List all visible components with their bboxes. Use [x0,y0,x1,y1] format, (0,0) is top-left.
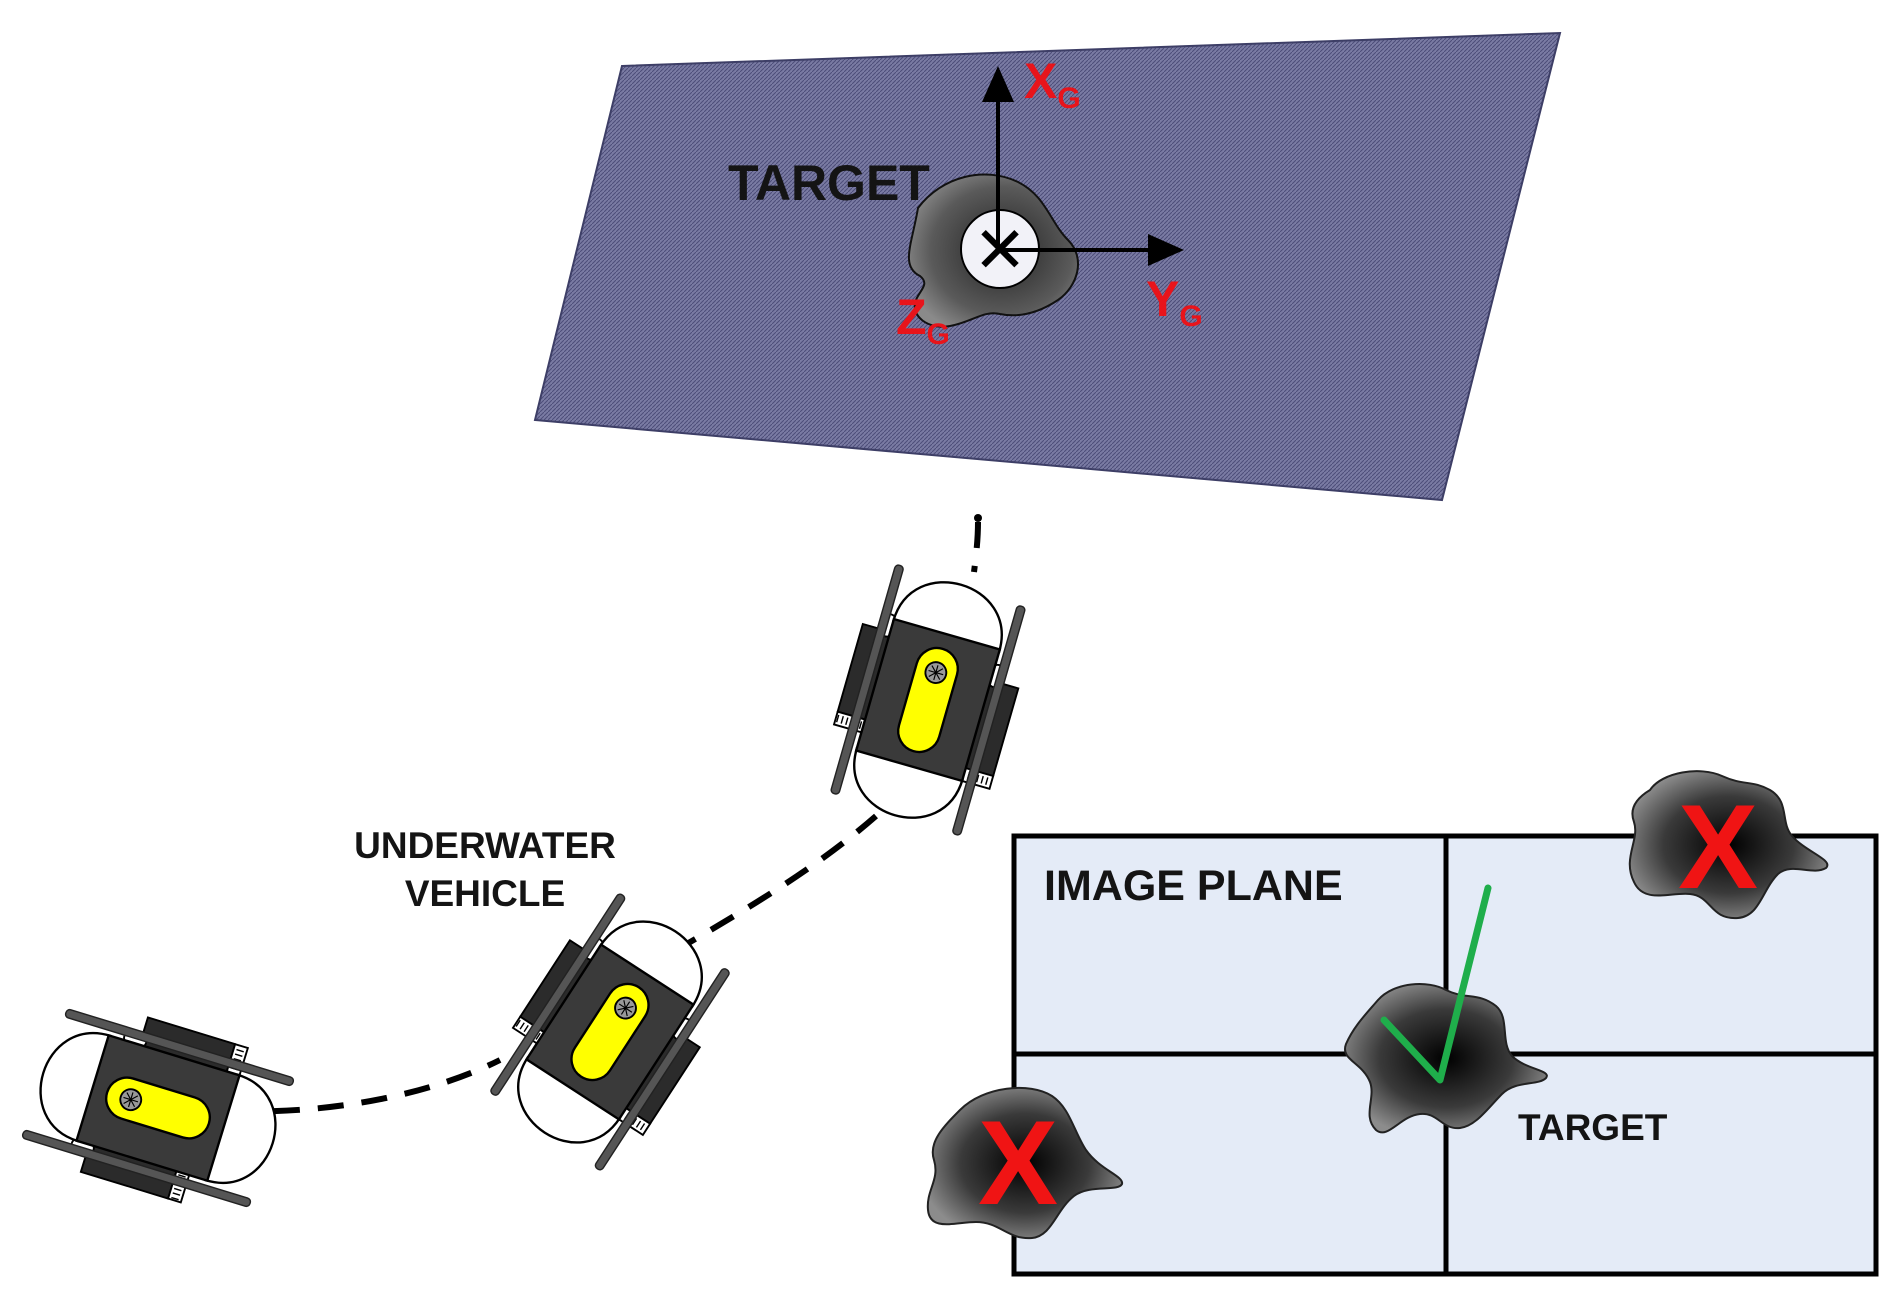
trajectory-end-dot [974,514,982,522]
target-plane-label: TARGET [728,155,930,211]
underwater-vehicle-2 [472,883,748,1181]
vehicle-label-line2: VEHICLE [405,873,565,914]
check-mark [1380,884,1492,1084]
vehicle-label-line1: UNDERWATER [354,825,616,866]
underwater-vehicle-3 [812,558,1044,842]
underwater-vehicle-1 [16,991,300,1225]
target-plane: ✕ TARGET XG YG ZG [533,31,1562,502]
reject-mark-bottom-left: X [978,1096,1058,1230]
reject-mark-top-right: X [1678,780,1758,914]
rejected-blob-bottom-left [926,1086,1123,1240]
x-axis-label: XG [1024,53,1081,115]
image-plane-label: IMAGE PLANE [1044,862,1343,910]
z-axis-label: ZG [896,289,950,351]
image-plane-target-label: TARGET [1518,1107,1668,1148]
y-axis-label: YG [1146,271,1203,333]
rejected-blob-top-right [1628,770,1829,920]
image-plane: IMAGE PLANE X X TARGET [926,770,1879,1277]
